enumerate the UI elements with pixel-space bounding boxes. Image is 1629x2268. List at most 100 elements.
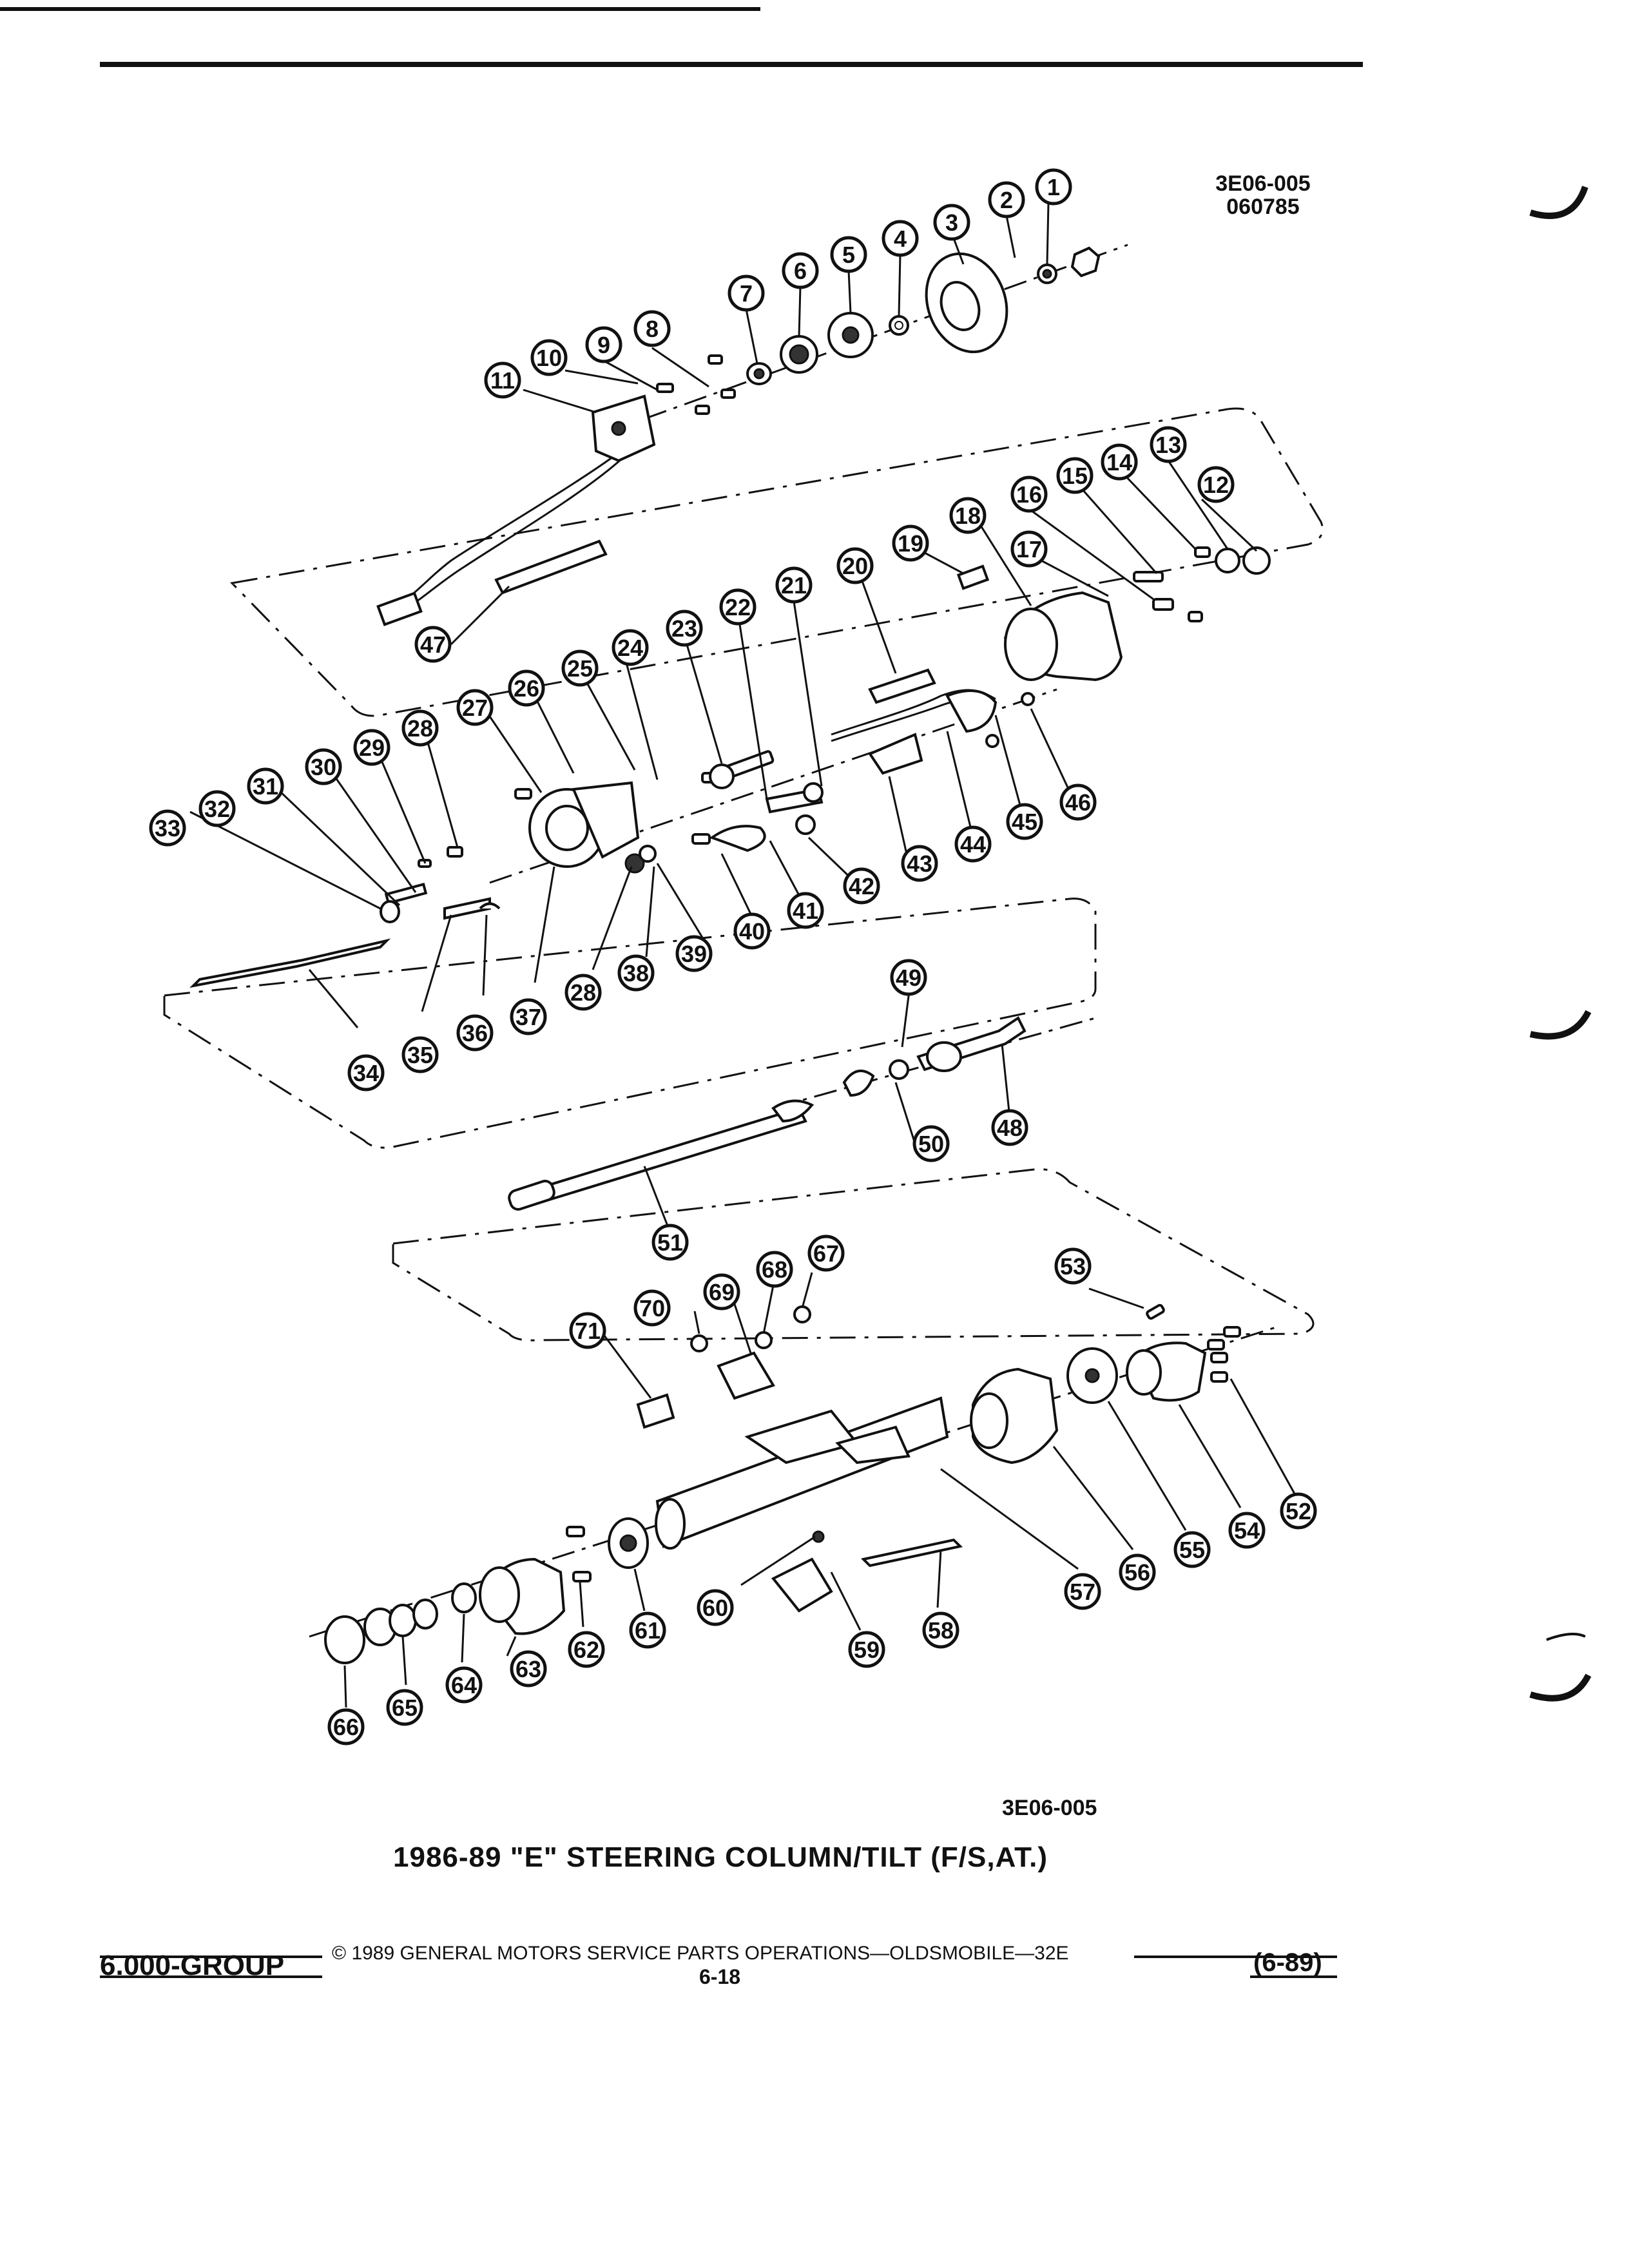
svg-text:27: 27 [462,695,488,721]
callout-4: 4 [882,220,919,257]
part-buzzer-switch [956,564,990,590]
svg-text:57: 57 [1070,1579,1095,1605]
svg-text:46: 46 [1065,789,1091,816]
callout-35: 35 [401,1036,439,1073]
callout-54: 54 [1228,1512,1266,1549]
callout-55: 55 [1173,1531,1211,1568]
column-axis [773,1017,1096,1110]
callout-26: 26 [508,669,545,707]
svg-text:45: 45 [1012,809,1037,835]
svg-text:64: 64 [451,1672,477,1698]
svg-text:3: 3 [945,209,958,236]
callout-51: 51 [651,1224,689,1261]
svg-text:1: 1 [1047,174,1060,200]
svg-text:54: 54 [1234,1517,1260,1544]
svg-text:68: 68 [762,1256,787,1283]
svg-text:29: 29 [359,735,385,761]
svg-text:17: 17 [1016,536,1042,562]
svg-text:43: 43 [907,850,932,877]
part-screws [656,354,736,415]
callout-19: 19 [892,524,929,562]
part-turn-signal-switch [392,394,656,613]
footer-revision: (6-89) [1253,1948,1322,1977]
footer-group: 6.000-GROUP [100,1950,285,1981]
part-pins-springs [691,733,999,852]
callout-25: 25 [561,649,599,687]
callout-66: 66 [327,1708,365,1745]
callout-28a: 28 [401,709,439,747]
callout-3: 3 [933,204,970,241]
svg-text:69: 69 [709,1279,735,1305]
part-cancelling-cam [827,312,874,358]
svg-text:31: 31 [253,773,278,800]
svg-text:71: 71 [575,1318,601,1344]
svg-text:47: 47 [420,631,446,658]
part-plate [1066,1347,1118,1404]
callout-31: 31 [247,767,284,805]
svg-text:10: 10 [536,345,562,371]
callout-22: 22 [719,588,757,626]
callout-44: 44 [954,825,992,863]
svg-text:42: 42 [849,873,874,899]
callout-32: 32 [198,790,236,827]
callout-15: 15 [1056,457,1094,494]
part-steering-shaft [508,1016,1027,1211]
callout-47: 47 [414,626,452,663]
callout-20: 20 [836,547,874,584]
part-harness [831,689,998,742]
part-nut [1070,246,1101,278]
svg-text:15: 15 [1062,463,1088,489]
callout-42: 42 [843,867,880,905]
panel-bowl [392,1168,1315,1341]
svg-text:20: 20 [842,553,868,579]
binding-mark [1529,1673,1592,1702]
svg-text:70: 70 [639,1295,665,1321]
svg-text:38: 38 [623,960,649,986]
callout-63: 63 [510,1650,547,1687]
callout-58: 58 [922,1611,959,1649]
callout-6: 6 [782,252,819,289]
svg-text:32: 32 [204,796,230,822]
callout-68: 68 [756,1251,793,1288]
ref-code-text: 3E06-005 [1215,171,1311,196]
svg-text:6: 6 [794,258,807,284]
binding-mark [1529,1010,1592,1040]
callout-71: 71 [569,1312,606,1349]
svg-text:16: 16 [1016,481,1042,508]
svg-text:5: 5 [842,242,855,268]
svg-text:36: 36 [462,1020,488,1046]
callout-43: 43 [901,845,938,882]
callout-17: 17 [1010,530,1048,568]
svg-text:8: 8 [646,316,659,342]
part-wire-protector [376,539,608,626]
svg-text:52: 52 [1286,1498,1311,1524]
svg-text:59: 59 [854,1637,880,1663]
svg-text:34: 34 [353,1060,379,1086]
svg-text:51: 51 [657,1229,683,1256]
svg-text:58: 58 [928,1617,954,1644]
callout-70: 70 [633,1289,671,1327]
svg-text:49: 49 [896,965,921,991]
callout-9: 9 [585,326,622,363]
callout-50: 50 [912,1125,950,1162]
svg-text:23: 23 [671,615,697,642]
callout-69: 69 [703,1273,740,1311]
svg-text:12: 12 [1203,472,1229,498]
svg-text:67: 67 [813,1240,839,1267]
svg-text:37: 37 [516,1004,541,1030]
callout-59: 59 [848,1631,885,1668]
callout-29: 29 [353,729,390,766]
part-retaining-ring [1037,264,1057,284]
callout-61: 61 [629,1611,666,1649]
callout-67: 67 [807,1235,845,1272]
callouts: 1 2 3 4 5 6 7 8 9 10 11 12 13 14 15 16 1… [149,168,1317,1745]
callout-38: 38 [617,954,655,992]
svg-text:41: 41 [793,898,818,924]
part-lock-plate [925,252,1008,354]
callout-12: 12 [1197,466,1235,503]
callout-40: 40 [733,912,771,950]
svg-text:28: 28 [407,715,433,742]
svg-text:22: 22 [725,594,751,620]
svg-text:53: 53 [1060,1253,1086,1280]
callout-5: 5 [830,236,867,273]
